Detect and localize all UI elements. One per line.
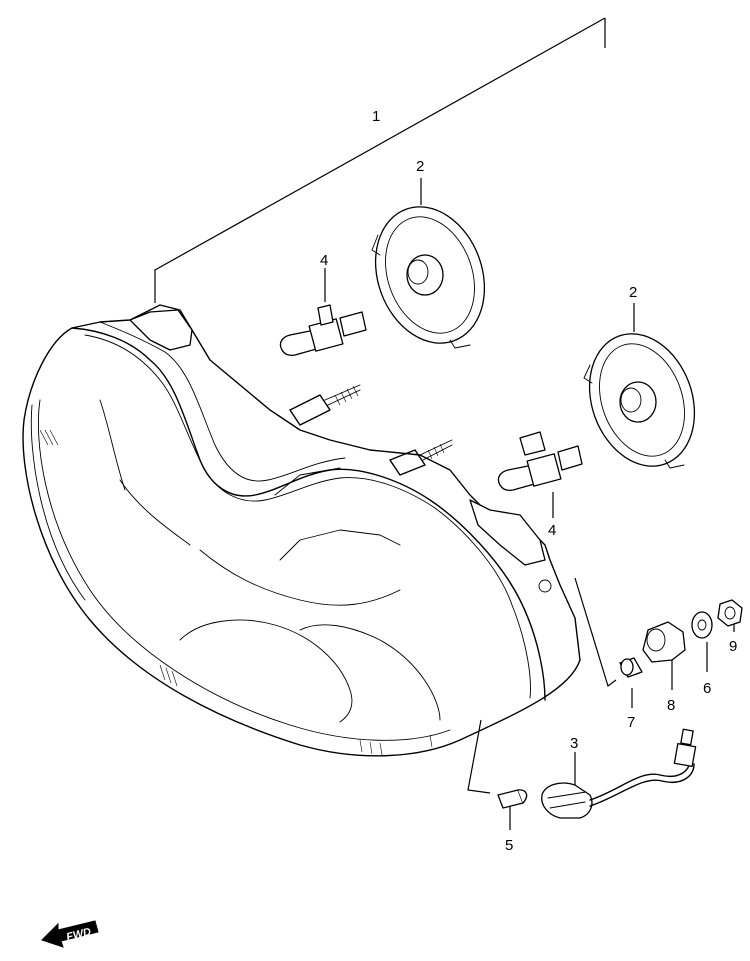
socket-harness-3 (541, 728, 697, 819)
callout-7: 7 (627, 714, 635, 731)
nut-9 (717, 599, 743, 627)
callout-2-upper: 2 (416, 158, 424, 175)
headlamp-bulb-lower (497, 431, 583, 491)
washer-6 (691, 611, 713, 639)
callout-2-lower: 2 (629, 284, 637, 301)
bulb-cover-upper (371, 206, 486, 349)
callout-9: 9 (729, 638, 737, 655)
fwd-label: FWD (65, 926, 92, 944)
forward-arrow-icon: FWD (41, 920, 99, 948)
collar-7 (619, 657, 643, 678)
position-bulb-5 (497, 789, 528, 809)
callout-3: 3 (570, 735, 578, 752)
grommet-8 (642, 621, 686, 663)
callout-4-upper: 4 (320, 252, 328, 269)
callout-labels: 1 2 2 3 4 4 5 6 7 8 9 (320, 108, 737, 854)
bulb-cover-lower (583, 333, 696, 469)
callout-5: 5 (505, 837, 513, 854)
callout-6: 6 (703, 680, 711, 697)
callout-8: 8 (667, 697, 675, 714)
callout-1: 1 (372, 108, 380, 125)
callout-4-lower: 4 (548, 522, 556, 539)
headlamp-housing (22, 304, 581, 757)
leader-lines (154, 17, 735, 830)
headlamp-bulb-upper (279, 304, 367, 356)
